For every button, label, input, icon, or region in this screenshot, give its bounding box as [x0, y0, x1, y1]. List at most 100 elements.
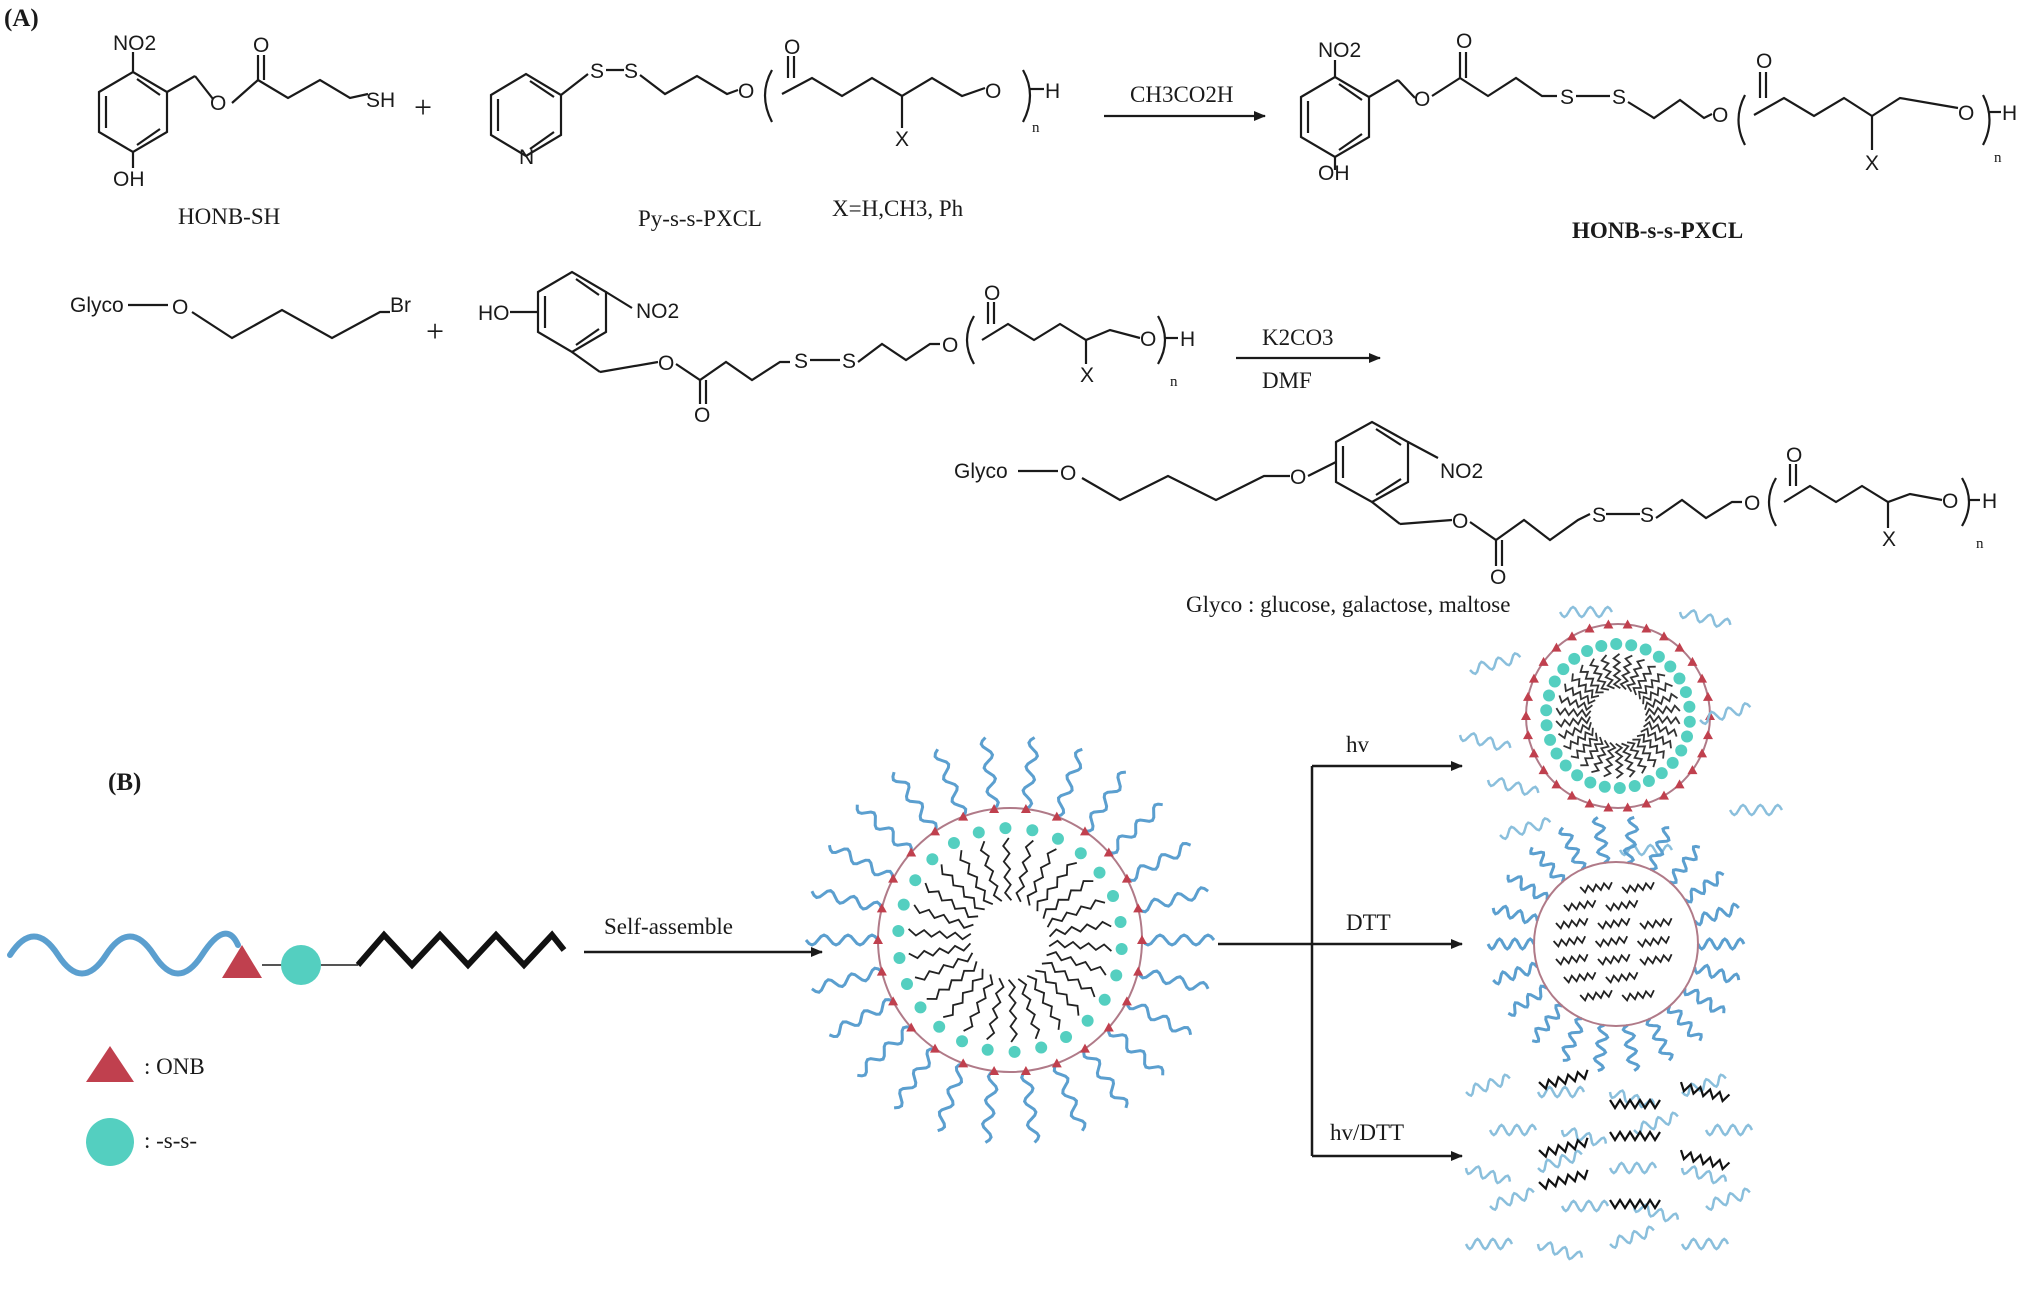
hydrophilic-corona-chain [811, 966, 883, 994]
onb-marker [1603, 802, 1614, 812]
hydrophobic-core-chain [1591, 739, 1610, 773]
hydrophilic-chain [7, 930, 241, 977]
atom-o: O [1756, 50, 1772, 73]
atom-o: O [1414, 88, 1430, 111]
hydrophobic-core-chain [1564, 683, 1596, 705]
disulfide-marker [1666, 756, 1679, 769]
disulfide-marker [1652, 650, 1665, 663]
free-hydrophobic-chain [1609, 1197, 1661, 1211]
structure-glyco-bromide [128, 303, 390, 340]
onb-marker [888, 873, 899, 883]
free-hydrophilic-chain [1699, 701, 1752, 726]
atom-o: O [1290, 466, 1306, 489]
disulfide-marker [1540, 704, 1553, 717]
hydrophobic-core-chain [959, 850, 994, 906]
onb-marker [1121, 996, 1132, 1006]
product-name-honb-ss-pxcl: HONB-s-s-PXCL [1572, 218, 1743, 243]
disulfide-marker [1550, 747, 1563, 760]
legend-circle-icon [86, 1118, 134, 1166]
hydrophobic-core-chain [1026, 974, 1061, 1030]
onb-marker [958, 1058, 969, 1068]
hydrophobic-core-chain [1597, 953, 1631, 967]
disulfide-marker [1595, 639, 1608, 652]
atom-o: O [210, 92, 226, 115]
hydrophilic-corona-chain [979, 736, 1000, 811]
onb-marker [1687, 765, 1698, 775]
disulfide-marker [1568, 652, 1581, 665]
disulfide-circle [281, 945, 321, 985]
atom-h: H [2002, 102, 2017, 125]
hydrophobic-core-chain [1636, 733, 1665, 759]
micelle-after-hv [1458, 605, 1784, 857]
free-hydrophilic-chain [1728, 803, 1784, 817]
atom-x: X [1080, 364, 1094, 387]
free-hydrophilic-chain [1469, 651, 1522, 676]
reactant-name-py-ss-pxcl: Py-s-s-PXCL [638, 206, 762, 231]
hydrophobic-core-chain [1015, 839, 1034, 903]
free-hydrophilic-chain [1465, 1073, 1511, 1098]
onb-marker [1641, 623, 1652, 633]
hydrophilic-corona-chain [828, 998, 894, 1039]
hydrophobic-core-chain [1621, 742, 1636, 778]
hydrophobic-core-chain [942, 968, 984, 1018]
onb-marker [1697, 673, 1708, 683]
disulfide-marker [1683, 700, 1696, 713]
atom-o: O [784, 36, 800, 59]
atom-s: S [842, 350, 856, 373]
atom-o: O [942, 334, 958, 357]
hydrophilic-corona-chain [1492, 961, 1539, 986]
atom-glyco: Glyco [954, 460, 1008, 483]
onb-marker [1567, 631, 1577, 641]
disulfide-marker [1625, 639, 1638, 652]
disulfide-marker [1008, 1045, 1021, 1058]
legend-triangle-icon [86, 1046, 134, 1082]
atom-o: O [1712, 104, 1728, 127]
atom-s: S [1560, 86, 1574, 109]
hydrophobic-core-chain [1605, 971, 1639, 985]
hydrophobic-core-chain [1594, 935, 1629, 949]
disulfide-marker [1544, 733, 1557, 746]
free-hydrophilic-chain [1560, 1127, 1608, 1147]
atom-s: S [1592, 504, 1606, 527]
subscript-n: n [1170, 374, 1178, 390]
hydrophilic-corona-chain [1645, 1017, 1674, 1062]
atom-o: O [1786, 444, 1802, 467]
atom-o: O [738, 80, 754, 103]
plus-sign: + [426, 313, 444, 349]
micelle-intact [804, 736, 1216, 1144]
free-hydrophilic-chain [1499, 816, 1552, 841]
onb-marker [1051, 1058, 1062, 1068]
panel-a-label: (A) [4, 5, 39, 32]
disulfide-marker [1559, 759, 1572, 772]
atom-oh: OH [1318, 162, 1350, 185]
onb-marker [1538, 656, 1549, 666]
disulfide-marker [1598, 780, 1611, 793]
self-assemble-label: Self-assemble [604, 914, 733, 939]
disulfide-marker [1610, 638, 1623, 651]
hydrophilic-corona-chain [1020, 1069, 1041, 1144]
disulfide-marker [1114, 915, 1127, 928]
hydrophobic-core-chain [1563, 971, 1597, 985]
atom-no2: NO2 [1440, 460, 1483, 483]
micelle-after-dtt [1486, 815, 1746, 1073]
reagent-dmf: DMF [1262, 368, 1312, 393]
atom-s: S [1640, 504, 1654, 527]
atom-o: O [1942, 490, 1958, 513]
hydrophilic-corona-chain [933, 748, 968, 818]
reagent-acetic-acid: CH3CO2H [1130, 82, 1234, 107]
atom-o: O [172, 296, 188, 319]
hydrophobic-core-chain [1644, 692, 1679, 710]
onb-marker [1622, 802, 1633, 812]
disulfide-marker [1540, 719, 1553, 732]
disulfide-marker [972, 826, 985, 839]
atom-x: X [1865, 152, 1879, 175]
onb-marker [1622, 619, 1633, 629]
disulfide-marker [900, 977, 913, 990]
onb-marker [1702, 730, 1713, 740]
disulfide-marker [1051, 832, 1064, 845]
free-hydrophilic-chain [1618, 843, 1674, 857]
hydrophilic-corona-chain [937, 1061, 964, 1133]
hydrophobic-core-chain [1017, 978, 1041, 1040]
hydrophobic-core-chain [1600, 654, 1615, 690]
atom-o: O [694, 404, 710, 427]
